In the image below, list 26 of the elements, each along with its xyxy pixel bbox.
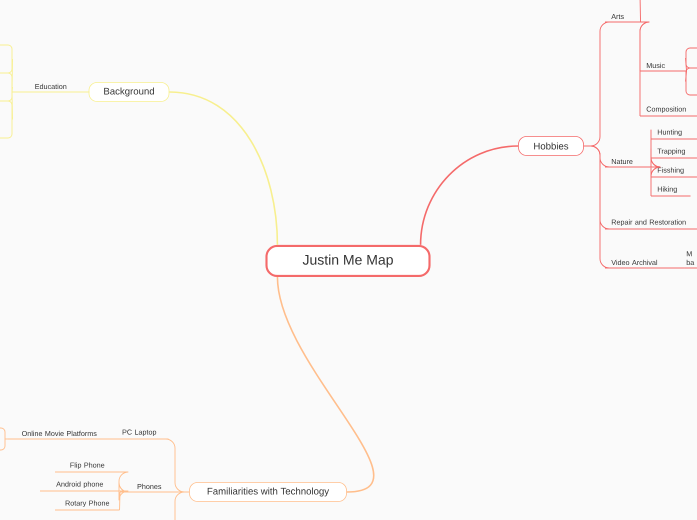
branch-line — [685, 70, 687, 82]
branch-line — [12, 92, 13, 120]
branch-line — [276, 276, 374, 493]
collapsed-topic-box — [686, 68, 697, 96]
collapsed-topic-box — [0, 72, 12, 102]
branch-line — [12, 86, 13, 92]
collapsed-topic-box — [0, 100, 12, 138]
branch-line — [169, 91, 278, 245]
branch-line — [650, 166, 661, 196]
branch-line — [685, 58, 687, 72]
topic-box: Familiarities with Technology — [189, 482, 347, 502]
branch-line — [420, 145, 518, 245]
collapsed-topic-box — [0, 428, 6, 450]
branch-line — [5, 438, 8, 440]
branch-line — [640, 0, 641, 22]
central-topic-box: Justin Me Map — [265, 244, 431, 278]
branch-line — [12, 58, 13, 92]
branch-line — [650, 148, 661, 168]
branch-line — [119, 492, 120, 510]
collapsed-topic-box — [686, 48, 697, 68]
branch-line — [118, 482, 129, 501]
topic-box: Background — [88, 82, 170, 102]
branch-line — [640, 22, 650, 116]
branch-line — [583, 146, 610, 268]
topic-box: Hobbies — [518, 136, 584, 156]
collapsed-topic-box — [0, 44, 12, 74]
